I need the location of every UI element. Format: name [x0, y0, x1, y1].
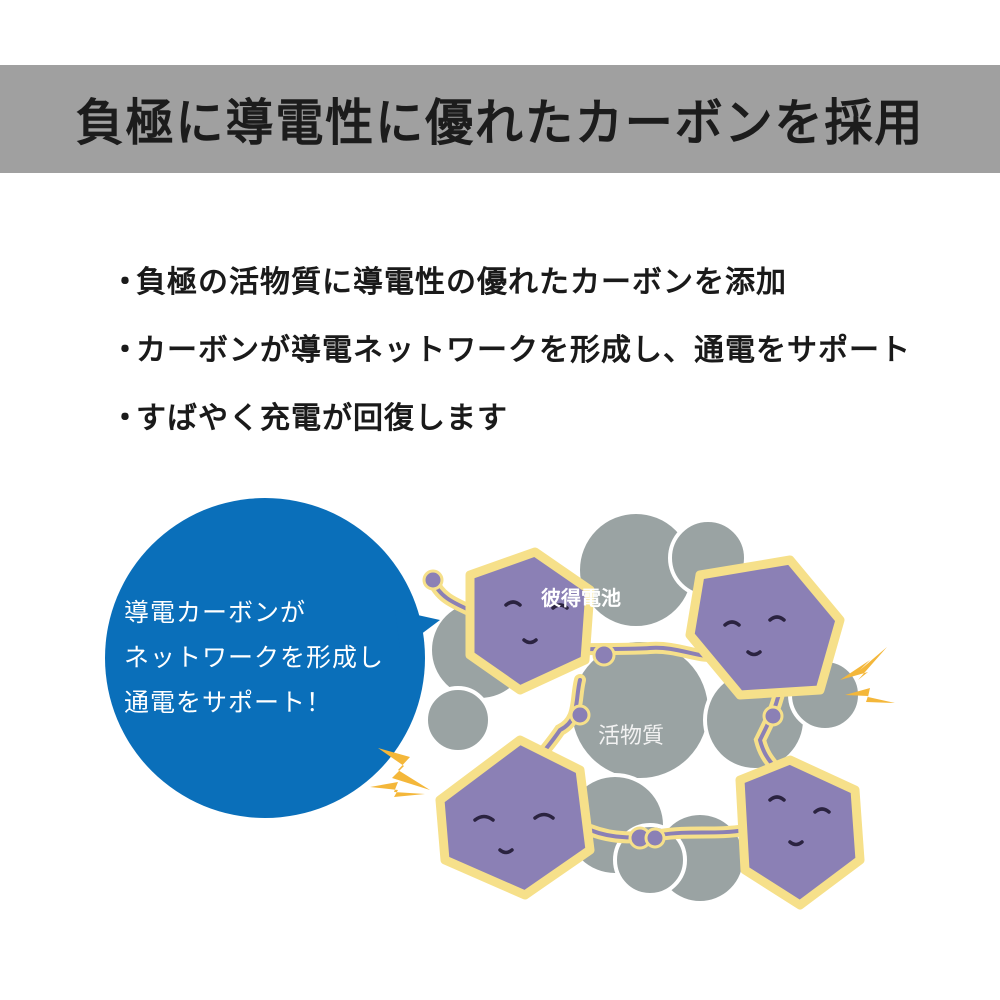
bullet-marker: ・ [110, 401, 141, 436]
carbon-hexagons [435, 547, 865, 910]
header-banner: 負極に導電性に優れたカーボンを採用 [0, 65, 1000, 173]
page-title: 負極に導電性に優れたカーボンを採用 [75, 94, 925, 152]
feature-item: ・カーボンが導電ネットワークを形成し、通電をサポート [110, 326, 970, 394]
feature-text: 負極の活物質に導電性の優れたカーボンを添加 [136, 265, 787, 300]
feature-text: カーボンが導電ネットワークを形成し、通電をサポート [136, 333, 911, 368]
speech-bubble-text: 導電カーボンが ネットワークを形成し 通電をサポート！ [124, 590, 384, 725]
feature-item: ・負極の活物質に導電性の優れたカーボンを添加 [110, 258, 970, 326]
speech-bubble-line: ネットワークを形成し [124, 643, 385, 672]
speech-bubble [105, 498, 440, 818]
speech-bubble-line: 導電カーボンが [124, 598, 307, 627]
bullet-marker: ・ [110, 333, 141, 368]
watermark-label: 彼得電池 [541, 586, 621, 610]
active-material-label: 活物質 [598, 724, 665, 749]
feature-list: ・負極の活物質に導電性の優れたカーボンを添加 ・カーボンが導電ネットワークを形成… [110, 258, 970, 462]
feature-text: すばやく充電が回復します [136, 401, 508, 436]
feature-item: ・すばやく充電が回復します [110, 394, 970, 462]
lightning-spark-icon [840, 647, 895, 703]
carbon-network-illustration [105, 498, 895, 910]
lightning-spark-icon [370, 748, 430, 797]
bullet-marker: ・ [110, 265, 141, 300]
speech-bubble-line: 通電をサポート！ [124, 688, 333, 717]
carbon-chain [422, 569, 786, 850]
hexagon-faces [473, 600, 831, 855]
